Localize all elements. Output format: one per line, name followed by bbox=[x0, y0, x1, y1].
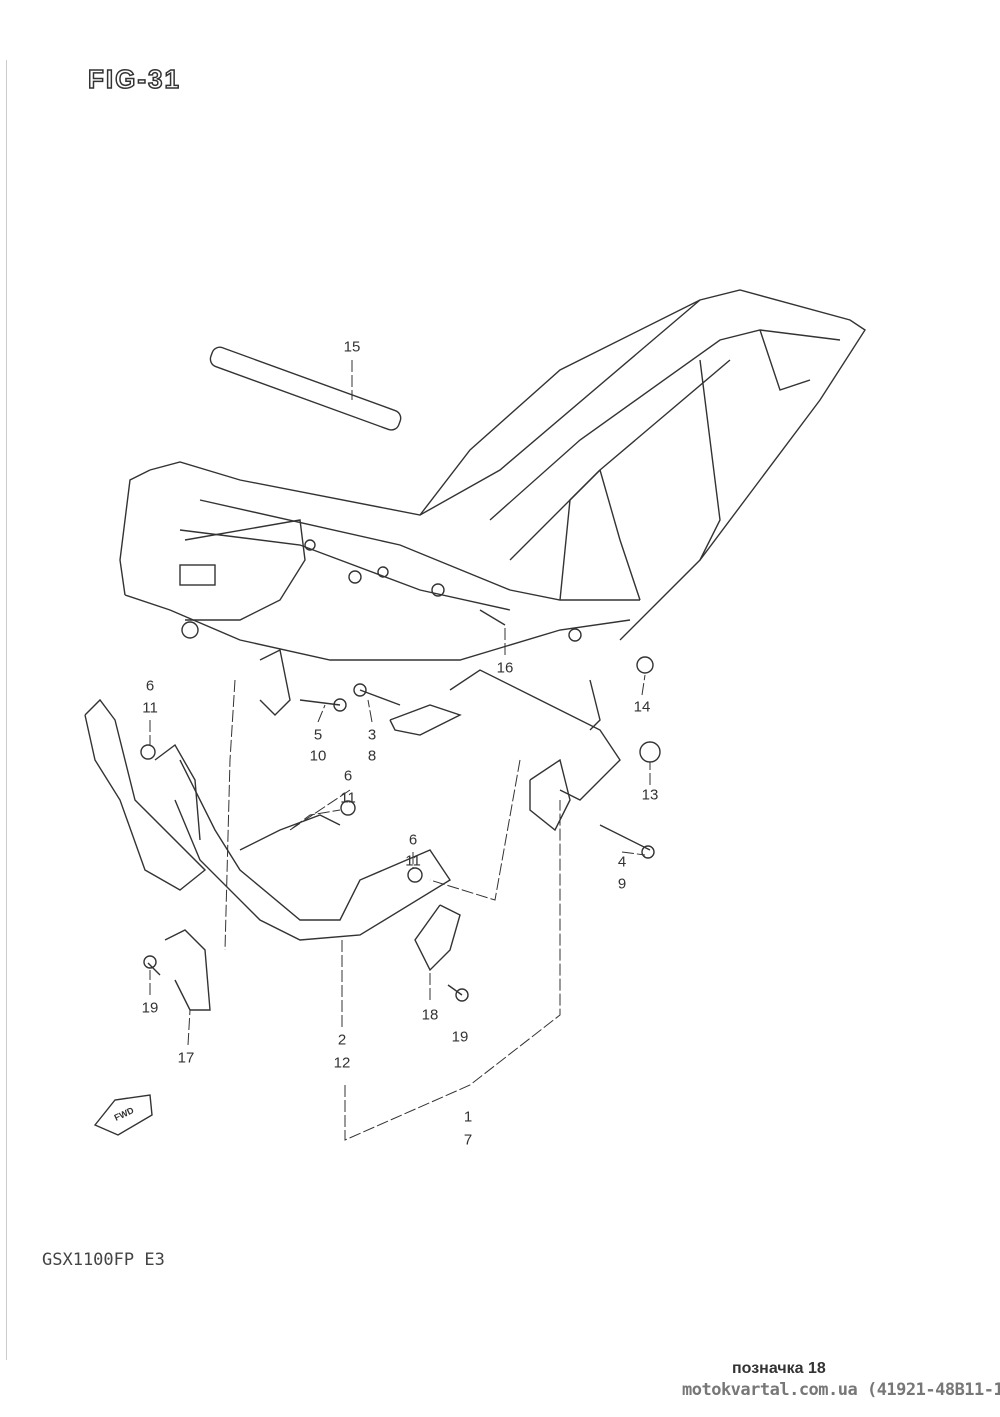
callout-8: 8 bbox=[367, 747, 377, 765]
callout-18: 18 bbox=[421, 1006, 439, 1024]
bolts-and-collars bbox=[140, 609, 661, 1002]
callout-10: 10 bbox=[309, 747, 327, 765]
callout-15: 15 bbox=[343, 338, 361, 356]
callout-19: 19 bbox=[141, 999, 159, 1017]
callout-14: 14 bbox=[633, 698, 651, 716]
callout-5: 5 bbox=[313, 726, 323, 744]
callout-1: 1 bbox=[463, 1108, 473, 1126]
side-plates bbox=[164, 904, 461, 1011]
callout-16: 16 bbox=[496, 659, 514, 677]
model-label: GSX1100FP E3 bbox=[42, 1250, 165, 1270]
callout-19: 19 bbox=[451, 1028, 469, 1046]
callout-17: 17 bbox=[177, 1049, 195, 1067]
callout-11: 11 bbox=[405, 852, 421, 870]
callout-6: 6 bbox=[408, 831, 418, 849]
callout-6: 6 bbox=[145, 677, 155, 695]
callout-6: 6 bbox=[343, 767, 353, 785]
callout-11: 11 bbox=[340, 789, 356, 807]
callout-11: 11 bbox=[142, 699, 158, 717]
footer-mark: позначка 18 bbox=[732, 1360, 826, 1377]
figure-label: FIG-31 bbox=[87, 63, 181, 95]
fwd-arrow-icon bbox=[93, 1094, 153, 1136]
footer-site: motokvartal.com.ua (41921-48B11-13I bbox=[682, 1380, 1000, 1400]
page-edge bbox=[6, 60, 7, 1360]
leader-lines bbox=[149, 360, 651, 1141]
callout-13: 13 bbox=[641, 786, 659, 804]
callout-3: 3 bbox=[367, 726, 377, 744]
callout-2: 2 bbox=[337, 1031, 347, 1049]
callout-12: 12 bbox=[333, 1054, 351, 1072]
crossbar-15 bbox=[209, 346, 402, 431]
lower-brackets bbox=[259, 648, 621, 832]
main-frame bbox=[119, 289, 866, 661]
callout-9: 9 bbox=[617, 875, 627, 893]
callout-7: 7 bbox=[463, 1131, 473, 1149]
lower-cradle bbox=[84, 698, 451, 941]
callout-4: 4 bbox=[617, 853, 627, 871]
